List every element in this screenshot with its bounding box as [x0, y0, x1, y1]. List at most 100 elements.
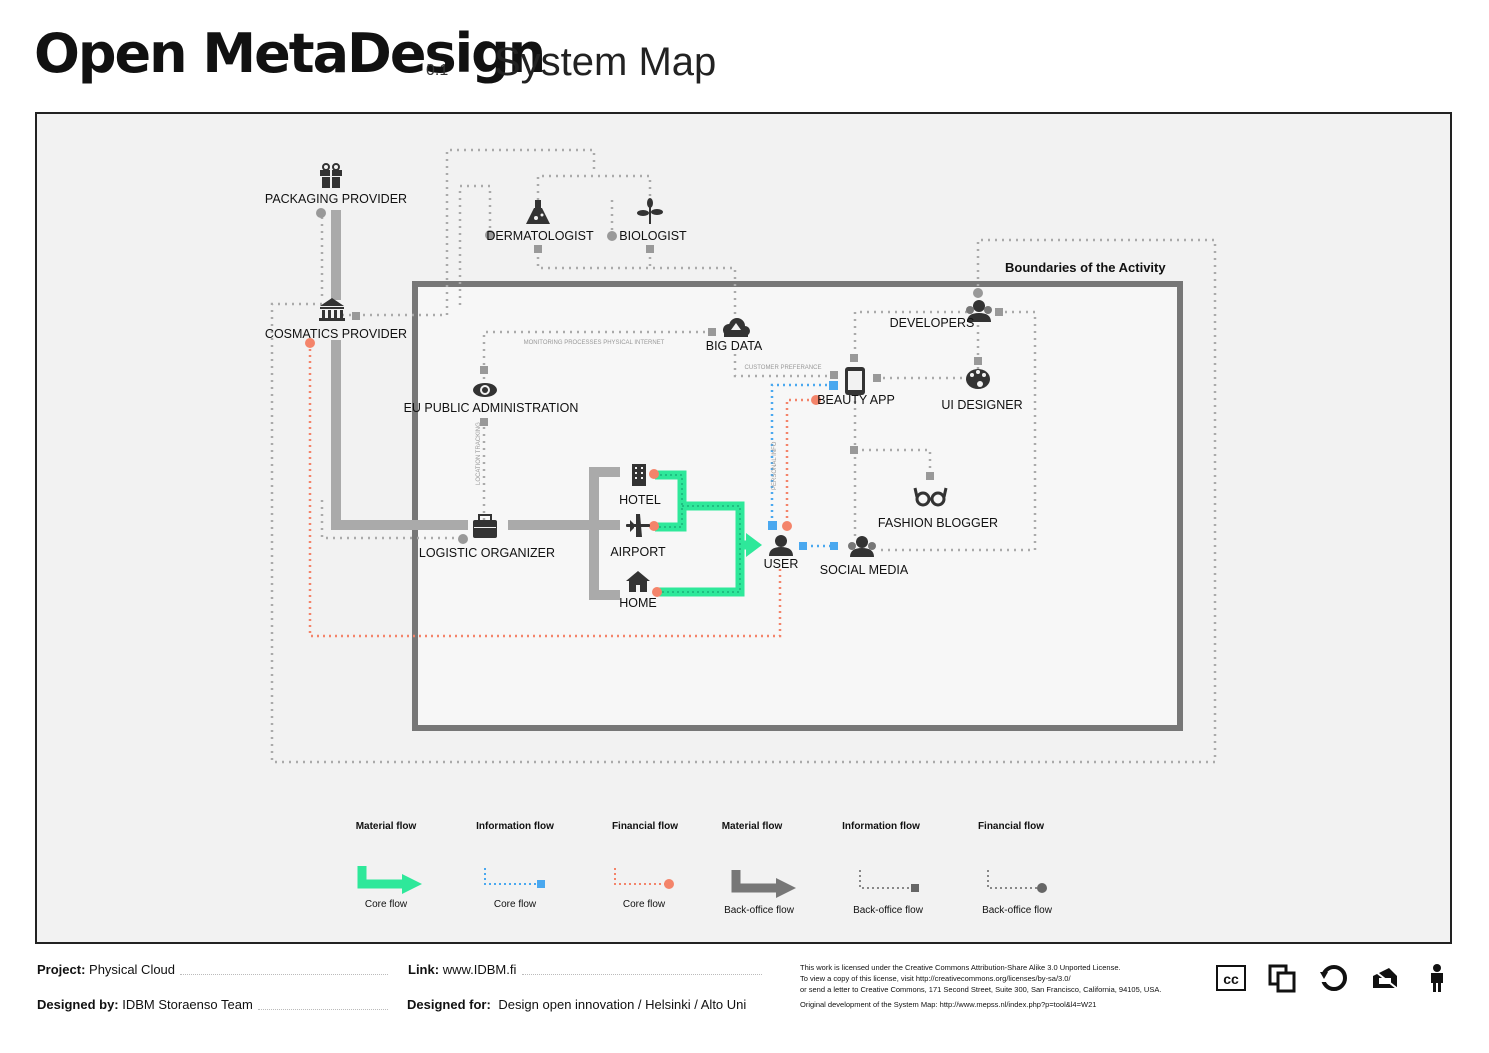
glasses-icon — [913, 487, 948, 507]
legend-swatch-material-core — [357, 866, 422, 894]
backoffice-loop-outer — [270, 238, 1217, 764]
financial-node — [649, 521, 659, 531]
info-monitoring — [482, 330, 712, 380]
designed-for-row: Designed for: Design open innovation / H… — [407, 997, 746, 1012]
building-icon — [632, 464, 646, 486]
legend-title: Material flow — [722, 821, 783, 832]
group-icon — [966, 300, 992, 322]
gift-icon — [320, 163, 342, 188]
financial-node — [652, 587, 662, 597]
actor-hotel: HOTEL — [619, 493, 661, 507]
financial-user-cosmetics — [308, 343, 782, 638]
legend: Material flow Information flow Financial… — [356, 821, 1053, 916]
house-icon — [626, 571, 650, 592]
legend-swatch-financial-core — [614, 868, 674, 889]
financial-node — [305, 338, 315, 348]
legend-title: Information flow — [842, 821, 920, 832]
actor-ui-designer: UI DESIGNER — [941, 398, 1022, 412]
flow-label-location-tracking: LOCATION TRACKING — [476, 422, 482, 485]
legend-swatch-financial-backoffice — [987, 870, 1047, 893]
airplane-icon — [626, 514, 650, 537]
license-line: To view a copy of this license, visit ht… — [800, 974, 1071, 983]
tablet-icon — [845, 367, 865, 395]
bank-icon — [319, 298, 345, 321]
version-label: 0.1 — [426, 62, 449, 79]
legend-subtitle: Core flow — [494, 899, 537, 910]
legend-subtitle: Core flow — [365, 899, 408, 910]
link-row: Link: www.IDBM.fi — [408, 962, 516, 977]
financial-node — [782, 521, 792, 531]
link-value[interactable]: www.IDBM.fi — [442, 962, 517, 977]
info-node — [829, 381, 838, 390]
divider — [180, 974, 388, 975]
backoffice-dev-social — [880, 310, 1037, 552]
info-user-app — [770, 383, 833, 524]
svg-text:cc: cc — [1223, 971, 1239, 987]
actor-developers: DEVELOPERS — [890, 316, 975, 330]
backoffice-derm-bio — [536, 174, 652, 200]
palette-icon — [966, 369, 990, 389]
cc-by-icon — [1430, 964, 1443, 992]
backoffice-to-bigdata — [536, 250, 737, 332]
flow-label-personal-info: PERSONAL INFO — [772, 441, 778, 490]
briefcase-icon — [473, 514, 497, 538]
actor-big-data: BIG DATA — [706, 339, 763, 353]
cc-license-icons: cc — [1215, 962, 1468, 999]
page-subtitle: System Map — [494, 40, 717, 84]
financial-node — [811, 395, 821, 405]
legend-swatch-information-backoffice — [859, 870, 919, 892]
cc-remix-icon — [1319, 965, 1347, 991]
backoffice-app-dev — [853, 310, 968, 356]
user-icon — [769, 535, 793, 556]
cloud-upload-icon — [723, 318, 750, 337]
actor-logistic-organizer: LOGISTIC ORGANIZER — [419, 546, 555, 560]
backoffice-cosmetics-derm — [458, 184, 492, 305]
eye-icon — [473, 383, 497, 397]
info-customer-preference — [733, 354, 833, 378]
designed-for-label: Designed for: — [407, 997, 491, 1012]
legend-subtitle: Back-office flow — [982, 905, 1053, 916]
financial-node — [649, 469, 659, 479]
designed-by-value: IDBM Storaenso Team — [122, 997, 253, 1012]
actor-social-media: SOCIAL MEDIA — [820, 563, 909, 577]
legend-title: Financial flow — [978, 821, 1044, 832]
group-icon — [848, 536, 876, 557]
cc-icon: cc — [1216, 965, 1246, 991]
actor-dermatologist: DERMATOLOGIST — [486, 229, 594, 243]
material-hub-branch — [589, 467, 620, 600]
legend-subtitle: Back-office flow — [724, 905, 795, 916]
actor-beauty-app: BEAUTY APP — [817, 393, 895, 407]
license-line: This work is licensed under the Creative… — [800, 963, 1121, 972]
material-core-arrowhead — [746, 533, 762, 557]
activity-boundary — [412, 281, 1183, 731]
plant-icon — [637, 198, 663, 224]
designed-by-row: Designed by: IDBM Storaenso Team — [37, 997, 253, 1012]
actor-fashion-blogger: FASHION BLOGGER — [878, 516, 998, 530]
flask-icon — [526, 200, 550, 224]
app-title: Open MetaDesign — [34, 22, 546, 85]
flow-label-customer-preference: CUSTOMER PREFERANCE — [745, 365, 822, 371]
legend-swatch-information-core — [484, 868, 545, 888]
legend-subtitle: Back-office flow — [853, 905, 924, 916]
boundary-label: Boundaries of the Activity — [1005, 260, 1166, 275]
actor-biologist: BIOLOGIST — [619, 229, 687, 243]
project-label: Project: — [37, 962, 86, 977]
material-cosmetics-logistic — [331, 340, 468, 530]
link-label: Link: — [408, 962, 440, 977]
cc-nc-icon — [1370, 967, 1400, 991]
actor-home: HOME — [619, 596, 657, 610]
license-text: This work is licensed under the Creative… — [800, 962, 1220, 1010]
license-line: or send a letter to Creative Commons, 17… — [800, 985, 1162, 994]
project-row: Project: Physical Cloud — [37, 962, 175, 977]
divider — [522, 974, 762, 975]
actor-eu-public-administration: EU PUBLIC ADMINISTRATION — [404, 401, 579, 415]
flow-label-monitoring: MONITORING PROCESSES PHYSICAL INTERNET — [524, 340, 665, 346]
actor-packaging-provider: PACKAGING PROVIDER — [265, 192, 407, 206]
actor-cosmetics-provider: COSMATICS PROVIDER — [265, 327, 407, 341]
cc-share-icon — [1268, 964, 1296, 993]
project-value: Physical Cloud — [89, 962, 176, 977]
material-core-hotel-airport — [655, 470, 687, 532]
legend-title: Financial flow — [612, 821, 678, 832]
license-line: Original development of the System Map: … — [800, 1000, 1097, 1009]
